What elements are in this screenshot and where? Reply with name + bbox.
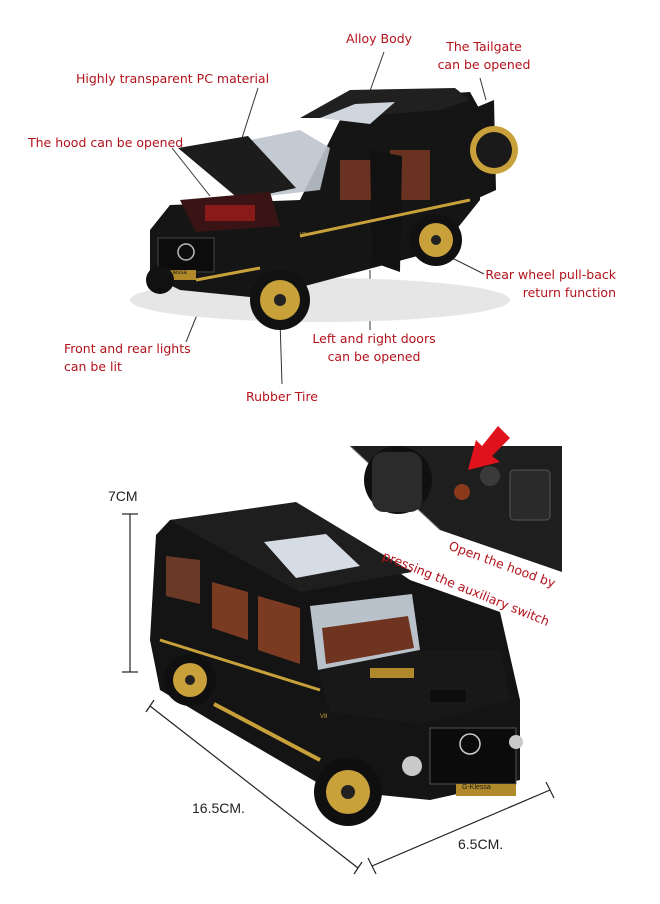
- dimension-length-label: 16.5CM.: [192, 800, 245, 816]
- bottom-car-side-badge: V8: [320, 714, 328, 720]
- callout-tailgate: The Tailgate can be opened: [432, 38, 536, 74]
- callout-doors: Left and right doors can be opened: [306, 330, 442, 366]
- callout-hood: The hood can be opened: [28, 135, 184, 150]
- callout-rear-wheel-line1: Rear wheel pull-back: [485, 267, 616, 282]
- dimension-height-label: 7CM: [108, 488, 138, 504]
- callout-doors-line1: Left and right doors: [312, 331, 436, 346]
- callout-lights-line2: can be lit: [64, 359, 122, 374]
- callout-lights-line1: Front and rear lights: [64, 341, 191, 356]
- callout-tailgate-line2: can be opened: [437, 57, 531, 72]
- callout-lights: Front and rear lights can be lit: [64, 340, 191, 376]
- dimension-width-label: 6.5CM.: [458, 836, 504, 852]
- aux-switch-inset: [349, 445, 562, 572]
- dimension-lines: [122, 513, 555, 875]
- callout-doors-line2: can be opened: [327, 349, 421, 364]
- callout-alloy-body: Alloy Body: [346, 31, 413, 46]
- bottom-car: [150, 502, 523, 826]
- top-car-side-badge: V8: [300, 232, 307, 238]
- top-car-plate: G-Klessa: [162, 270, 187, 276]
- callout-rubber-tire: Rubber Tire: [246, 389, 318, 404]
- top-car: [130, 88, 518, 330]
- callout-rear-wheel: Rear wheel pull-back return function: [470, 266, 616, 302]
- arrow-pointer-icon: [468, 426, 510, 470]
- callout-pc-material: Highly transparent PC material: [76, 71, 270, 86]
- callout-rear-wheel-line2: return function: [522, 285, 616, 300]
- callout-tailgate-line1: The Tailgate: [446, 39, 522, 54]
- bottom-car-plate: G-Klessa: [462, 784, 491, 791]
